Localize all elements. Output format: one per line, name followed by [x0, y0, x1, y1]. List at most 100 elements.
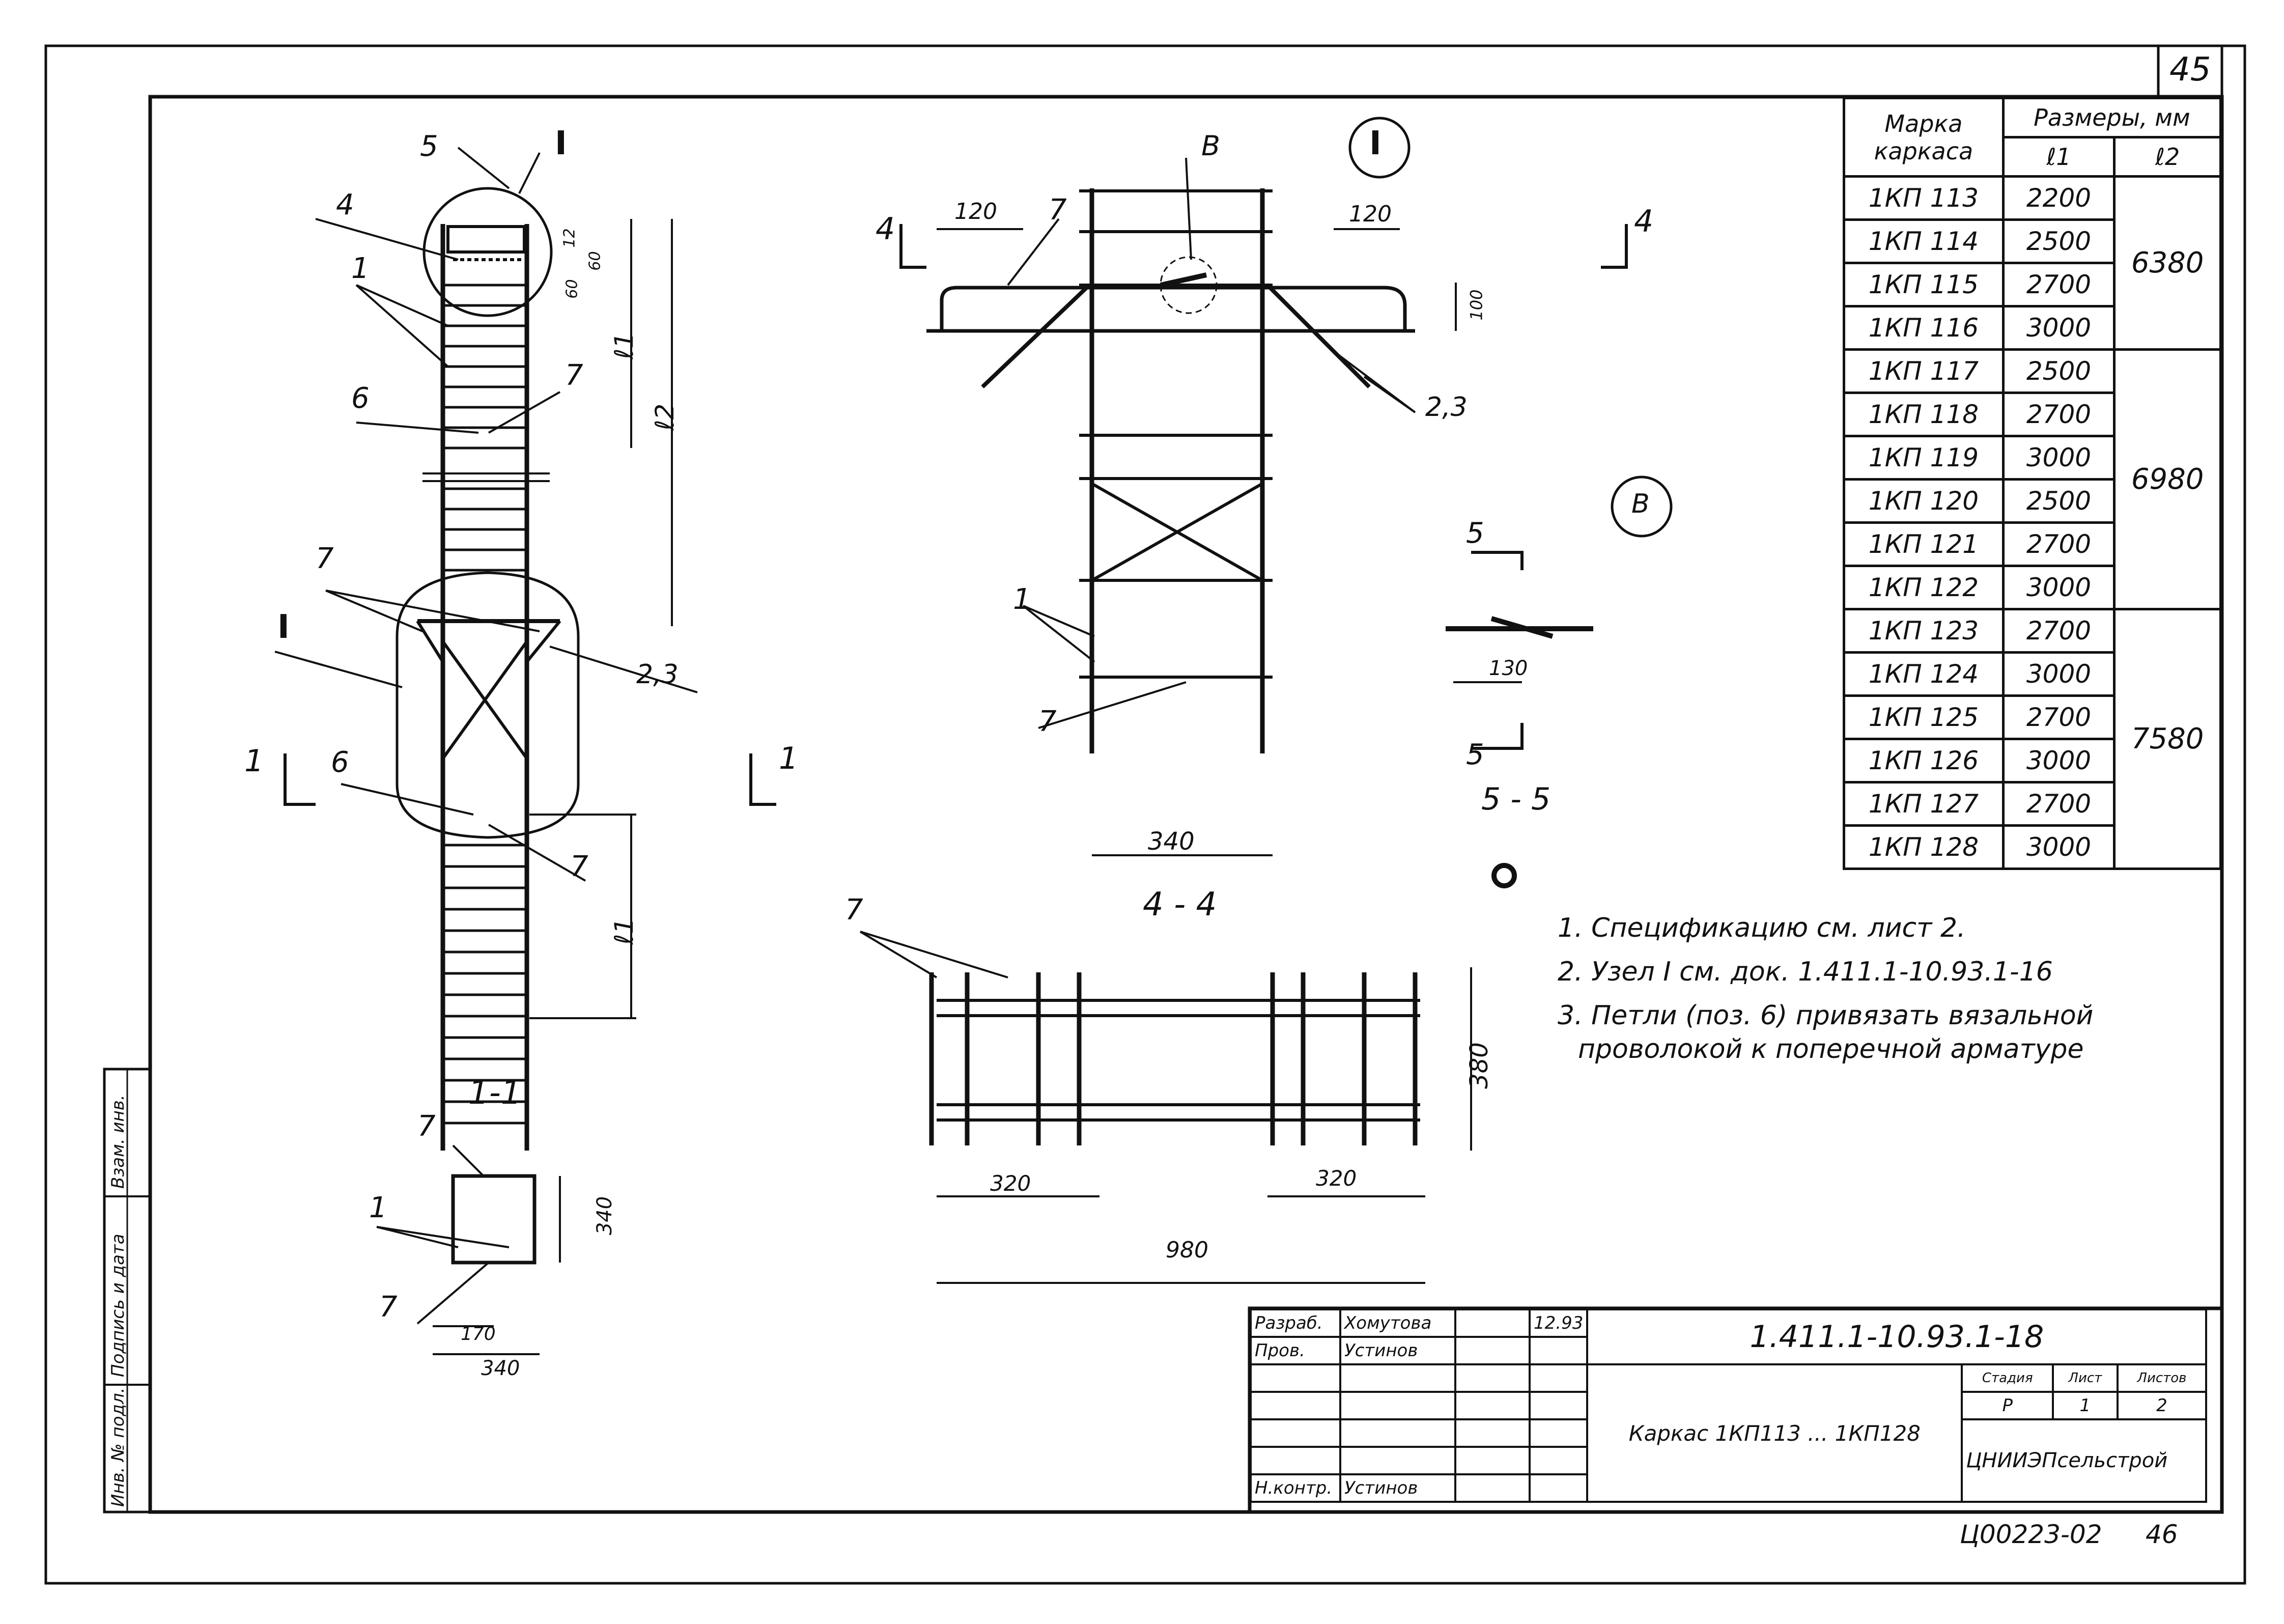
cell-l2-group: 6980	[2113, 348, 2222, 610]
tb-sign-check	[1454, 1336, 1531, 1365]
bulge-outline	[396, 571, 580, 839]
note-3: 3. Петли (поз. 6) привязать вязальной	[1558, 1000, 2094, 1031]
cell-mark: 1КП 125	[1843, 694, 2005, 740]
label-cut-4-right: 4	[1634, 204, 1654, 239]
tb-role-dev: Разраб.	[1250, 1308, 1341, 1338]
cell-l1: 2700	[2001, 781, 2116, 827]
tb-doc-code: 1.411.1-10.93.1-18	[1586, 1308, 2208, 1365]
view-5-5	[1446, 551, 1593, 888]
node-I-marker	[1348, 117, 1411, 179]
tb-sheets: 2	[2116, 1391, 2208, 1420]
dim-170: 170	[461, 1324, 496, 1345]
label-node-I-2: I	[277, 608, 290, 646]
dim-60a: 60	[586, 251, 604, 271]
tb-stage: Р	[1961, 1391, 2054, 1420]
th-mark: Марка каркаса	[1843, 97, 2005, 178]
label-pos-7f: 7	[1049, 193, 1067, 227]
th-sizes: Размеры, мм	[2001, 97, 2222, 138]
cell-l1: 3000	[2001, 651, 2116, 697]
th-l1: ℓ1	[2001, 136, 2116, 178]
cell-l1: 2700	[2001, 521, 2116, 567]
inner-frame	[148, 95, 2224, 1514]
cell-l1: 2700	[2001, 391, 2116, 437]
cell-l1: 2500	[2001, 218, 2116, 264]
dim-130: 130	[1489, 657, 1528, 680]
cell-l1: 3000	[2001, 305, 2116, 351]
label-pos-6b: 6	[331, 746, 349, 779]
label-pos-1a: 1	[351, 252, 370, 285]
note-2: 2. Узел I см. док. 1.411.1-10.93.1-16	[1558, 957, 2053, 987]
cell-mark: 1КП 119	[1843, 435, 2005, 481]
title-section-4-4: 4 - 4	[1143, 886, 1217, 923]
dim-12: 12	[560, 228, 579, 248]
label-l2: ℓ2	[650, 403, 680, 431]
label-pos-7c: 7	[570, 850, 588, 883]
dim-320b: 320	[1316, 1166, 1357, 1191]
note-3b: проволокой к поперечной арматуре	[1578, 1034, 2084, 1065]
side-replace: Взам. инв.	[108, 1095, 128, 1189]
label-node-B-1: B	[1201, 130, 1221, 162]
tb-sheet-label: Лист	[2052, 1363, 2119, 1393]
tb-date: 12.93	[1528, 1308, 1589, 1338]
label-pos-7d: 7	[417, 1110, 436, 1143]
cell-l1: 2500	[2001, 478, 2116, 524]
cell-mark: 1КП 118	[1843, 391, 2005, 437]
label-pos-2-3b: 2,3	[1425, 392, 1468, 423]
th-l2: ℓ2	[2113, 136, 2222, 178]
title-block-frame	[1248, 1306, 2224, 1514]
tb-org: ЦНИИЭПсельстрой	[1961, 1418, 2208, 1503]
label-pos-1b: 1	[369, 1191, 387, 1224]
tb-name-dev: Хомутова	[1339, 1308, 1456, 1338]
cell-mark: 1КП 120	[1843, 478, 2005, 524]
cell-l1: 3000	[2001, 824, 2116, 870]
dim-60b: 60	[563, 279, 581, 299]
label-pos-1c: 1	[1013, 583, 1031, 616]
dim-340-square: 340	[593, 1196, 617, 1236]
view-1-1	[274, 147, 776, 1151]
tb-sign-norm	[1454, 1473, 1531, 1503]
tb-sign-dev	[1454, 1308, 1531, 1338]
cell-mark: 1КП 126	[1843, 738, 2005, 783]
cell-l1: 2700	[2001, 694, 2116, 740]
dim-380: 380	[1464, 1042, 1493, 1089]
page-number: 45	[2169, 51, 2211, 89]
cell-mark: 1КП 113	[1843, 175, 2005, 221]
dim-980: 980	[1166, 1237, 1208, 1263]
cell-mark: 1КП 124	[1843, 651, 2005, 697]
archive-page: 46	[2146, 1520, 2178, 1549]
tb-role-norm: Н.контр.	[1250, 1473, 1341, 1503]
tb-role-check: Пров.	[1250, 1336, 1341, 1365]
cell-mark: 1КП 128	[1843, 824, 2005, 870]
label-cut-5-bottom: 5	[1466, 738, 1484, 771]
side-inv: Инв. № подл.	[108, 1387, 128, 1507]
archive-code: Ц00223-02	[1960, 1520, 2102, 1549]
dim-120a: 120	[954, 199, 997, 225]
label-pos-7e: 7	[379, 1291, 398, 1324]
cell-mark: 1КП 123	[1843, 608, 2005, 654]
tb-title: Каркас 1КП113 ... 1КП128	[1586, 1363, 1963, 1503]
title-section-5-5: 5 - 5	[1481, 781, 1551, 817]
cell-l1: 3000	[2001, 565, 2116, 610]
label-node-I-3: I	[1369, 125, 1381, 162]
label-node-I-1: I	[555, 125, 567, 162]
tb-name-norm: Устинов	[1339, 1473, 1456, 1503]
cell-l1: 2700	[2001, 608, 2116, 654]
dim-340-44: 340	[1148, 827, 1195, 856]
node-B-marker	[1611, 475, 1673, 538]
tb-sheet: 1	[2052, 1391, 2119, 1420]
cell-mark: 1КП 117	[1843, 348, 2005, 394]
tb-stage-label: Стадия	[1961, 1363, 2054, 1393]
